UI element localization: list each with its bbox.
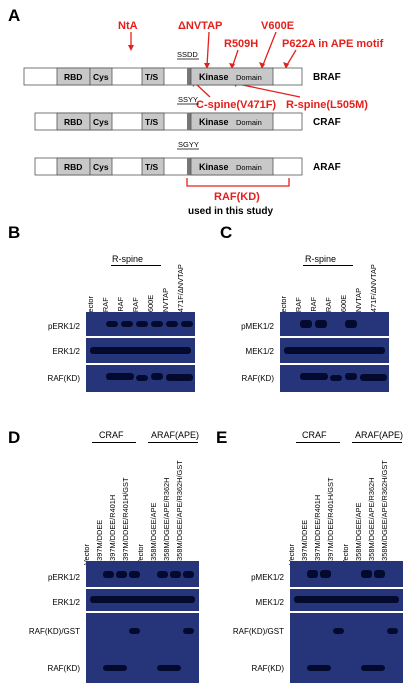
blot-c (280, 312, 389, 392)
d-group1-underline (92, 442, 136, 443)
craf-kinase (190, 112, 274, 131)
b-row-perk: pERK1/2 (47, 322, 80, 331)
e-group1-underline (296, 442, 340, 443)
mut-p622a: P622A in APE motif (282, 38, 384, 50)
d-lane-7: L358M/DGEE/APE/R362H/GST (175, 460, 184, 565)
c-row-mek: MEK1/2 (245, 347, 274, 356)
e-lane-3: L397M/DDEE/R401H/GST (326, 477, 335, 566)
panel-e-label: E (216, 428, 228, 447)
braf-cys-label: Cys (93, 72, 109, 82)
mut-cspine: C-spine(V471F) (196, 99, 276, 111)
c-row-rafkd: RAF(KD) (241, 374, 274, 383)
kd-bracket (186, 178, 290, 187)
braf-rbd-label: RBD (64, 72, 82, 82)
e-group2-label: ARAF(APE) (355, 430, 404, 440)
panel-b-label: B (8, 223, 21, 242)
araf-motif-mark (187, 158, 191, 175)
braf-kinase-label: Kinase (199, 72, 229, 82)
craf-kinase-label: Kinase (199, 117, 229, 127)
c-group-label: R-spine (305, 254, 337, 264)
braf-motif: SSDD (177, 50, 198, 59)
e-group2-underline (352, 442, 402, 443)
mutation-arrows (128, 31, 301, 98)
d-group1-label: CRAF (99, 430, 124, 440)
craf-ts (141, 112, 165, 131)
araf-domain-label: Domain (236, 163, 262, 172)
araf-kinase-label: Kinase (199, 162, 229, 172)
braf-cys (89, 67, 113, 86)
d-group2-label: ARAF(APE) (151, 430, 200, 440)
e-row-mek: MEK1/2 (255, 598, 284, 607)
b-group-label: R-spine (112, 254, 144, 264)
braf-kinase (190, 67, 274, 86)
craf-domain-label: Domain (236, 118, 262, 127)
e-lane-1: L397M/DDEE (300, 519, 309, 565)
d-row-erk: ERK1/2 (52, 598, 80, 607)
panel-a-label: A (8, 6, 21, 25)
d-row-rafkdgst: RAF(KD)/GST (28, 627, 80, 636)
panel-d-label: D (8, 428, 21, 447)
c-group-underline (303, 265, 353, 266)
e-lane-2: L397M/DDEE/R401H (313, 494, 322, 565)
craf-cys-label: Cys (93, 117, 109, 127)
blot-b (86, 312, 195, 392)
d-row-perk: pERK1/2 (47, 573, 80, 582)
araf-motif: SGYY (178, 140, 199, 149)
e-lane-7: L358M/DGEE/APE/R362H/GST (380, 460, 389, 565)
c-row-pmek: pMEK1/2 (241, 322, 274, 331)
raf-domain-diagram: NtA ΔNVTAP V600E R509H P622A in APE moti… (23, 20, 384, 217)
b-row-erk: ERK1/2 (52, 347, 80, 356)
e-row-rafkdgst: RAF(KD)/GST (232, 627, 284, 636)
braf-ts (141, 67, 165, 86)
e-lane-6: L358M/DGEE/APE/R362H (367, 477, 376, 566)
blot-e (290, 561, 403, 683)
mut-nta: NtA (118, 20, 138, 32)
d-lane-6: L358M/DGEE/APE/R362H (162, 477, 171, 566)
d-row-rafkd: RAF(KD) (47, 664, 80, 673)
d-lane-5: L358M/DGEE/APE (149, 502, 158, 565)
b-lane-6: V471F/ΔNVTAP (176, 264, 185, 317)
mut-dnvtap: ΔNVTAP (178, 20, 222, 32)
araf-ts (141, 157, 165, 176)
e-row-pmek: pMEK1/2 (251, 573, 284, 582)
braf-ts-label: T/S (145, 72, 159, 82)
e-lane-5: L358M/DGEE/APE (354, 502, 363, 565)
araf-kinase (190, 157, 274, 176)
araf-name: ARAF (313, 162, 341, 173)
d-lane-3: L397M/DDEE/R401H/GST (121, 477, 130, 566)
blot-d (86, 561, 199, 683)
craf-name: CRAF (313, 117, 341, 128)
mut-r509h: R509H (224, 38, 258, 50)
braf-name: BRAF (313, 72, 341, 83)
craf-ts-label: T/S (145, 117, 159, 127)
d-lane-2: L397M/DDEE/R401H (108, 494, 117, 565)
d-lane-1: L397M/DDEE (95, 519, 104, 565)
b-row-rafkd: RAF(KD) (47, 374, 80, 383)
craf-motif-mark (187, 113, 191, 130)
braf-domain-label: Domain (236, 73, 262, 82)
panel-c-label: C (220, 223, 233, 242)
c-lane-6: V471F/ΔNVTAP (369, 264, 378, 317)
b-group-underline (111, 265, 161, 266)
araf-cys-label: Cys (93, 162, 109, 172)
araf-rbd-label: RBD (64, 162, 82, 172)
kd-note: used in this study (188, 206, 273, 217)
craf-cys (89, 112, 113, 131)
e-row-rafkd: RAF(KD) (251, 664, 284, 673)
d-group2-underline (148, 442, 198, 443)
craf-motif: SSYY (178, 95, 198, 104)
e-group1-label: CRAF (302, 430, 327, 440)
kd-label: RAF(KD) (214, 191, 260, 203)
mut-rspine: R-spine(L505M) (286, 99, 368, 111)
araf-ts-label: T/S (145, 162, 159, 172)
araf-cys (89, 157, 113, 176)
craf-rbd-label: RBD (64, 117, 82, 127)
braf-motif-mark (187, 68, 191, 85)
mut-v600e: V600E (261, 20, 294, 32)
